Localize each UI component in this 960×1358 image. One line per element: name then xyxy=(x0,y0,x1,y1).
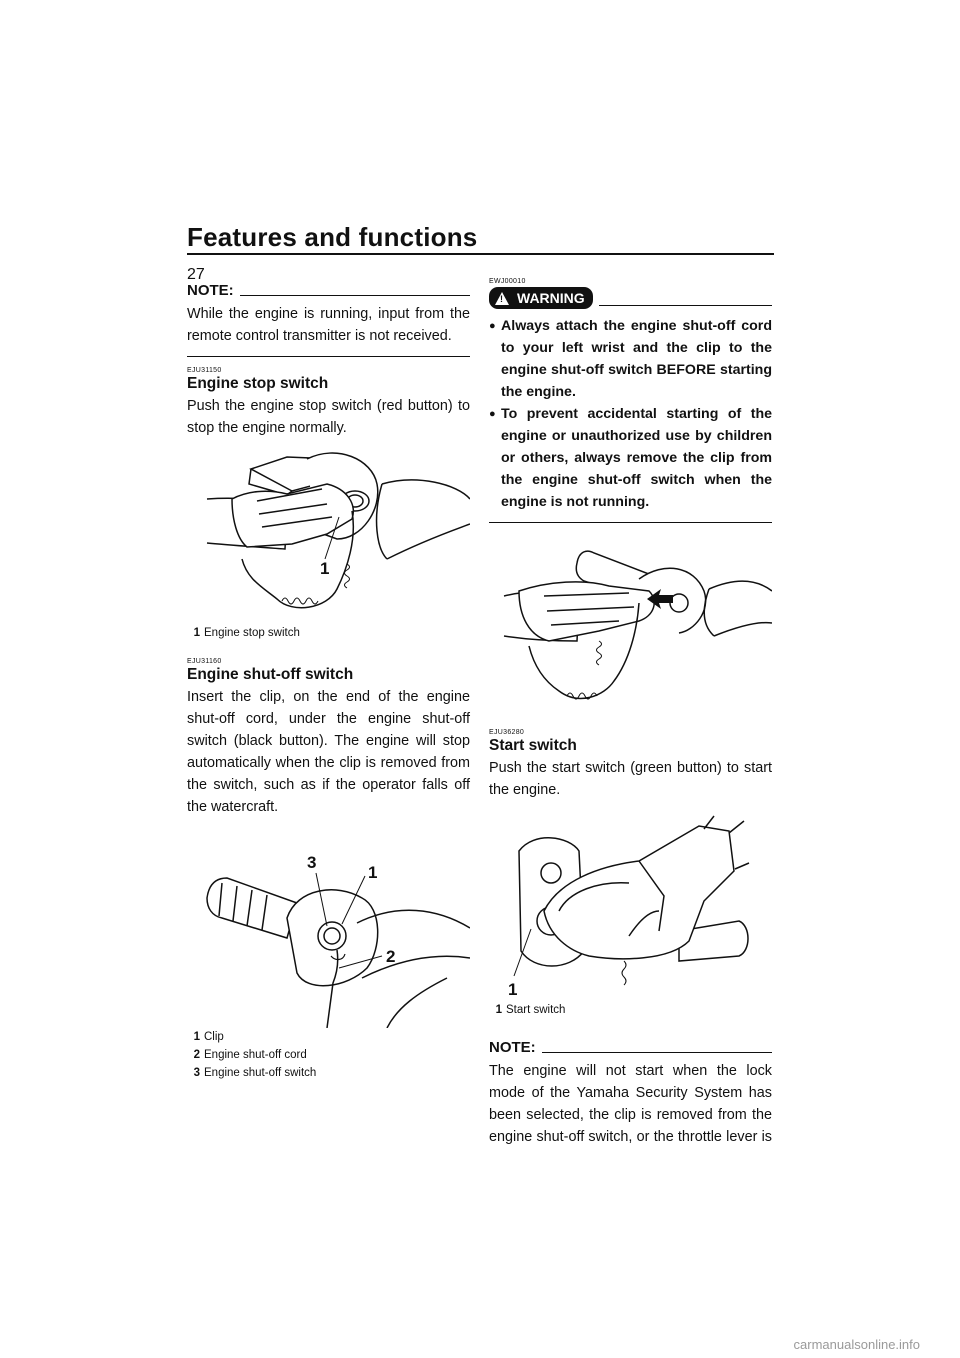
warning-item: ●Always attach the engine shut-off cord … xyxy=(489,318,772,400)
figure-callout: 3 xyxy=(307,853,316,872)
start-switch-section: EJU36280 Start switch Push the start swi… xyxy=(489,729,772,1019)
warning-item: ●To prevent accidental starting of the e… xyxy=(489,406,772,510)
insert-arrow-icon xyxy=(647,589,673,609)
figure-callout: 2 xyxy=(386,947,395,966)
figure-callout: 1 xyxy=(320,559,329,578)
start-switch-illustration: 1 xyxy=(508,815,750,999)
right-column: EWJ00010 ! WARNING ●Always attach the en… xyxy=(489,278,772,1148)
engine-shutoff-section: EJU31160 Engine shut-off switch Insert t… xyxy=(187,658,470,1082)
section-text: Push the engine stop switch (red button)… xyxy=(187,398,470,436)
engine-stop-section: EJU31150 Engine stop switch Push the eng… xyxy=(187,367,470,642)
section-heading: Engine shut-off switch xyxy=(187,666,354,683)
warning-list: ●Always attach the engine shut-off cord … xyxy=(489,315,772,513)
note-header: NOTE: xyxy=(489,1039,772,1056)
section-code: EJU31150 xyxy=(187,367,222,374)
figure-callout: 1 xyxy=(368,863,377,882)
section-code: EJU31160 xyxy=(187,658,222,665)
left-column: NOTE: While the engine is running, input… xyxy=(187,282,470,1082)
section-code: EJU36280 xyxy=(489,729,525,736)
section-text: Push the start switch (green button) to … xyxy=(489,760,772,798)
clip-attach-illustration xyxy=(503,550,772,700)
note-text: The engine will not start when the lock … xyxy=(489,1063,772,1145)
page-number: 27 xyxy=(187,266,205,283)
section-text: Insert the clip, on the end of the engin… xyxy=(187,689,470,815)
warning-icon: ! xyxy=(495,291,509,305)
title-rule xyxy=(187,253,774,255)
engine-stop-illustration: 1 xyxy=(206,452,470,609)
note-text: While the engine is running, input from … xyxy=(187,306,470,344)
section-heading: Start switch xyxy=(489,737,577,754)
warning-header: ! WARNING xyxy=(489,287,772,309)
engine-shutoff-illustration: 3 1 2 xyxy=(206,853,470,1028)
note-end-rule xyxy=(187,356,470,357)
warning-end-rule xyxy=(489,522,772,523)
warning-code: EWJ00010 xyxy=(489,278,526,285)
note-bottom-section: NOTE: The engine will not start when the… xyxy=(489,1039,772,1148)
section-heading: Engine stop switch xyxy=(187,375,329,392)
note-header: NOTE: xyxy=(187,282,470,299)
page-title: Features and functions xyxy=(187,222,478,252)
figure-callout: 1 xyxy=(508,980,517,999)
watermark: carmanualsonline.info xyxy=(793,1337,920,1352)
warning-badge: ! WARNING xyxy=(489,287,593,309)
